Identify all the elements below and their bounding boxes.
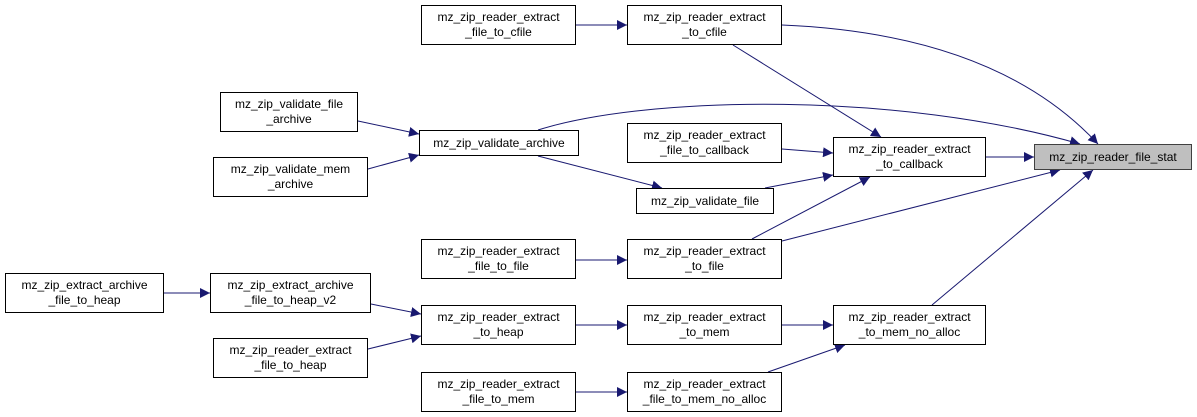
node-label-line: _to_mem: [679, 325, 730, 339]
node-label-line: mz_zip_reader_file_stat: [1049, 149, 1177, 164]
node-label-line: mz_zip_reader_extract: [643, 10, 766, 24]
node-label-line: mz_zip_reader_extract: [437, 310, 560, 324]
node-label-line: _file_to_cfile: [465, 25, 532, 39]
edge-ex_to_file-to-ex_to_callback: [751, 176, 871, 240]
node-label-line: mz_zip_validate_file: [650, 193, 760, 208]
node-ex-file-to-cfile[interactable]: mz_zip_reader_extract_file_to_cfile: [421, 5, 576, 45]
node-label-line: _file_to_callback: [660, 143, 749, 157]
node-label-line: mz_zip_validate_archive: [433, 135, 565, 150]
node-ex-file-to-mem-no-alloc[interactable]: mz_zip_reader_extract_file_to_mem_no_all…: [627, 372, 782, 412]
edge-val_archive-to-val_file: [537, 155, 663, 191]
edge-val_mem_archive-to-val_archive: [367, 152, 420, 170]
node-ex-file-to-callback[interactable]: mz_zip_reader_extract_file_to_callback: [627, 123, 782, 163]
node-label-line: mz_zip_extract_archive: [227, 278, 354, 292]
node-label-line: _file_to_heap_v2: [244, 293, 337, 307]
node-file-stat: mz_zip_reader_file_stat: [1034, 144, 1192, 170]
node-label-line: _to_heap: [473, 325, 524, 339]
edge-val_file-to-ex_to_callback: [764, 171, 834, 189]
node-ex-to-mem[interactable]: mz_zip_reader_extract_to_mem: [627, 305, 782, 345]
edge-val_archive-to-file_stat: [537, 103, 1081, 147]
node-label-line: _to_file: [685, 259, 724, 273]
node-val-mem-archive[interactable]: mz_zip_validate_mem_archive: [213, 157, 368, 197]
node-label-line: mz_zip_reader_extract: [437, 244, 560, 258]
edge-ex_file_to_callback-to-ex_to_callback: [781, 147, 834, 158]
edge-ex_file_to_mem_no_alloc-to-ex_to_mem_no_alloc: [767, 343, 846, 373]
node-label-line: mz_zip_reader_extract: [229, 343, 352, 357]
node-label-line: _archive: [266, 112, 312, 126]
node-ex-to-heap[interactable]: mz_zip_reader_extract_to_heap: [421, 305, 576, 345]
node-label-line: mz_zip_reader_extract: [643, 310, 766, 324]
node-label-line: mz_zip_reader_extract: [643, 377, 766, 391]
node-label-line: _to_cfile: [682, 25, 727, 39]
node-label-line: mz_zip_reader_extract: [437, 377, 560, 391]
node-val-file[interactable]: mz_zip_validate_file: [636, 188, 774, 214]
node-ex-file-to-file[interactable]: mz_zip_reader_extract_file_to_file: [421, 239, 576, 279]
edge-arch_to_heap_v2-to-ex_to_heap: [370, 303, 422, 317]
node-ex-file-to-mem[interactable]: mz_zip_reader_extract_file_to_mem: [421, 372, 576, 412]
node-ex-to-mem-no-alloc[interactable]: mz_zip_reader_extract_to_mem_no_alloc: [833, 305, 986, 345]
node-label-line: _file_to_heap: [48, 293, 121, 307]
node-label-line: _file_to_file: [468, 259, 529, 273]
node-label-line: mz_zip_validate_mem: [230, 162, 351, 176]
node-label-line: _file_to_mem: [462, 392, 535, 406]
edge-ex_to_cfile-to-file_stat: [781, 24, 1099, 145]
node-label-line: _file_to_mem_no_alloc: [642, 392, 767, 406]
node-ex-to-callback[interactable]: mz_zip_reader_extract_to_callback: [833, 137, 986, 177]
node-val-file-archive[interactable]: mz_zip_validate_file_archive: [220, 92, 358, 132]
edge-ex_file_to_heap-to-ex_to_heap: [367, 333, 422, 350]
node-label-line: mz_zip_reader_extract: [437, 10, 560, 24]
edge-ex_to_file-to-file_stat: [781, 167, 1061, 242]
node-label-line: _archive: [267, 177, 314, 191]
node-arch-to-heap[interactable]: mz_zip_extract_archive_file_to_heap: [5, 273, 164, 313]
edge-val_file_archive-to-val_archive: [357, 120, 420, 137]
node-ex-to-cfile[interactable]: mz_zip_reader_extract_to_cfile: [627, 5, 782, 45]
node-label-line: mz_zip_reader_extract: [643, 244, 766, 258]
node-label-line: _file_to_heap: [254, 358, 327, 372]
node-label-line: mz_zip_validate_file: [234, 97, 344, 111]
node-arch-to-heap-v2[interactable]: mz_zip_extract_archive_file_to_heap_v2: [210, 273, 371, 313]
node-label-line: mz_zip_reader_extract: [848, 142, 971, 156]
node-label-line: mz_zip_reader_extract: [848, 310, 971, 324]
node-ex-file-to-heap[interactable]: mz_zip_reader_extract_file_to_heap: [213, 338, 368, 378]
node-label-line: mz_zip_reader_extract: [643, 128, 766, 142]
edge-ex_to_cfile-to-ex_to_callback: [732, 44, 882, 138]
node-ex-to-file[interactable]: mz_zip_reader_extract_to_file: [627, 239, 782, 279]
node-label-line: _to_mem_no_alloc: [858, 325, 961, 339]
node-val-archive[interactable]: mz_zip_validate_archive: [419, 130, 579, 156]
edge-ex_to_mem_no_alloc-to-file_stat: [931, 169, 1094, 306]
node-label-line: mz_zip_extract_archive: [21, 278, 148, 292]
node-label-line: _to_callback: [876, 157, 943, 171]
